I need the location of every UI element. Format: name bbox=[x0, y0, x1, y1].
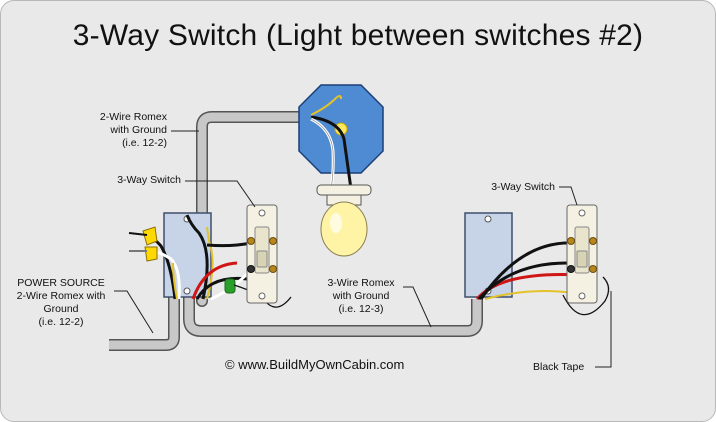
green-wire-nut bbox=[224, 278, 236, 294]
leader-lines bbox=[114, 130, 612, 368]
power-ground-wire bbox=[172, 262, 178, 300]
label-right-3way-switch: 3-Way Switch bbox=[491, 181, 555, 193]
diagram-title: 3-Way Switch (Light between switches #2) bbox=[72, 19, 644, 52]
cable-2wire-to-light bbox=[196, 111, 313, 307]
label-2wire-romex: 2-Wire Romex with Ground (i.e. 12-2) bbox=[99, 111, 167, 149]
lamp-holder bbox=[316, 184, 372, 196]
wire-nut bbox=[142, 226, 158, 246]
label-power-source: POWER SOURCE 2-Wire Romex with Ground (i… bbox=[16, 277, 106, 328]
label-left-3way-switch: 3-Way Switch bbox=[117, 174, 181, 186]
left-switch-box bbox=[163, 212, 212, 298]
copyright-footer: © www.BuildMyOwnCabin.com bbox=[225, 357, 405, 372]
right-switch-box bbox=[464, 212, 513, 298]
cable-3wire bbox=[183, 297, 483, 337]
right-3way-switch bbox=[566, 204, 598, 304]
light-fixture bbox=[298, 84, 384, 257]
wire-nut bbox=[144, 246, 158, 262]
traveler-red-wire bbox=[191, 261, 238, 300]
label-black-tape: Black Tape bbox=[533, 361, 585, 373]
label-3wire-romex: 3-Wire Romex with Ground (i.e. 12-3) bbox=[327, 277, 395, 315]
left-3way-switch bbox=[246, 204, 278, 304]
light-bulb bbox=[320, 201, 368, 257]
cable-power-source bbox=[109, 297, 180, 351]
